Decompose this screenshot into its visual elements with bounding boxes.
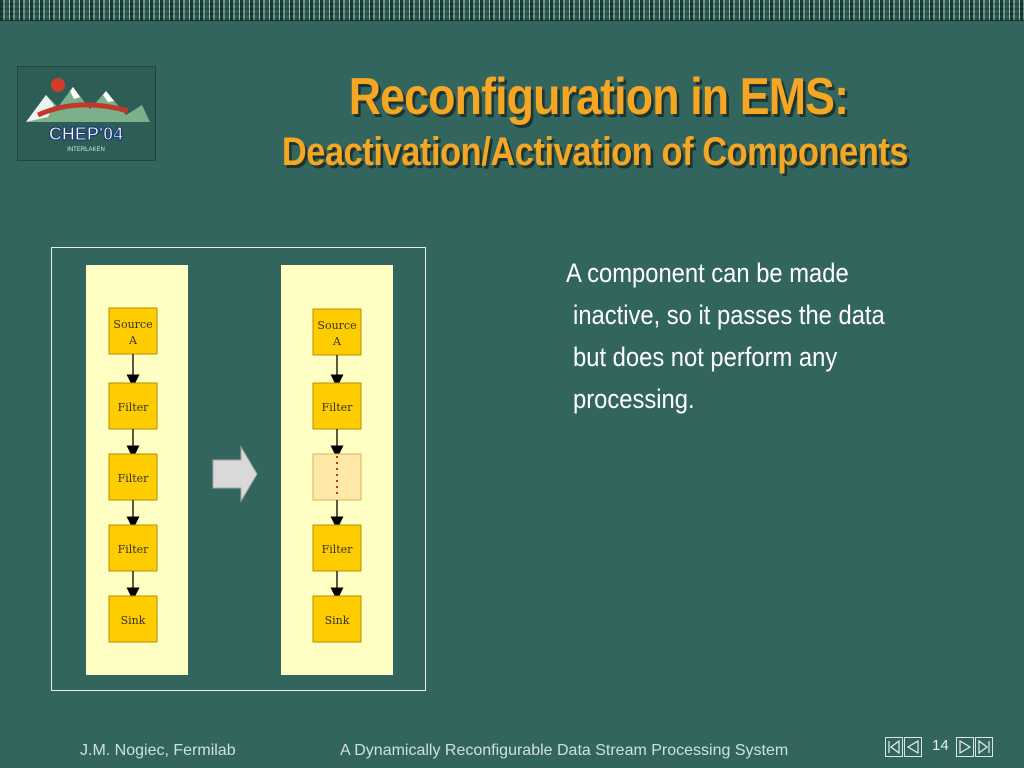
logo-text: CHEP'04 [49,124,123,144]
left-source-label-1: Source [113,318,152,331]
diagram-frame [51,247,426,691]
right-sink-box [312,595,362,643]
logo-subtext: INTERLAKEN [67,147,105,153]
first-slide-icon [888,739,900,755]
last-slide-button[interactable] [975,737,993,757]
first-slide-button[interactable] [885,737,903,757]
left-filter-box-2 [108,453,158,501]
bullet-line-4: processing. [573,384,695,414]
right-source-label-2: A [332,335,342,348]
right-filter-box-2 [312,524,362,572]
left-pipeline: Source A Filter Filter Filter Sink [108,307,158,643]
reconfiguration-diagram: Source A Filter Filter Filter Sink Sourc… [86,265,393,675]
left-filter-label-2: Filter [118,472,150,485]
left-source-box [108,307,158,355]
right-source-box [312,308,362,356]
next-slide-icon [959,739,972,755]
right-sink-label: Sink [325,614,350,627]
footer-title: A Dynamically Reconfigurable Data Stream… [340,742,789,759]
bullet-line-2: inactive, so it passes the data [573,300,885,330]
slide-title-block: Reconfiguration in EMS: Deactivation/Act… [170,66,1020,176]
slide-subtitle: Deactivation/Activation of Components [281,130,909,174]
transition-arrow [212,445,258,503]
decorative-top-strip [0,0,1024,21]
left-sink-box [108,595,158,643]
slide-title: Reconfiguration in EMS: [348,68,849,126]
left-filter-box-1 [108,382,158,430]
chep-logo: CHEP'04 INTERLAKEN [17,66,156,161]
right-filter-label-2: Filter [322,543,354,556]
left-filter-box-3 [108,524,158,572]
page-number: 14 [932,737,949,754]
previous-slide-button[interactable] [904,737,922,757]
right-filter-label-1: Filter [322,401,354,414]
right-source-label-1: Source [317,319,356,332]
decorative-top-strip-overlay [0,0,1024,20]
last-slide-icon [978,739,990,755]
next-slide-button[interactable] [956,737,974,757]
left-filter-label-3: Filter [118,543,150,556]
right-pipeline: Source A Filter Filter Sink [312,308,362,643]
bullet-paragraph: A component can be made inactive, so it … [566,252,986,420]
left-filter-label-1: Filter [118,401,150,414]
bullet-line-1: A component can be made [566,258,849,288]
previous-slide-icon [906,739,919,755]
left-sink-label: Sink [121,614,146,627]
right-filter-box-1 [312,382,362,430]
bullet-line-3: but does not perform any [573,342,838,372]
footer-author: J.M. Nogiec, Fermilab [80,742,236,759]
left-source-label-2: A [128,334,138,347]
